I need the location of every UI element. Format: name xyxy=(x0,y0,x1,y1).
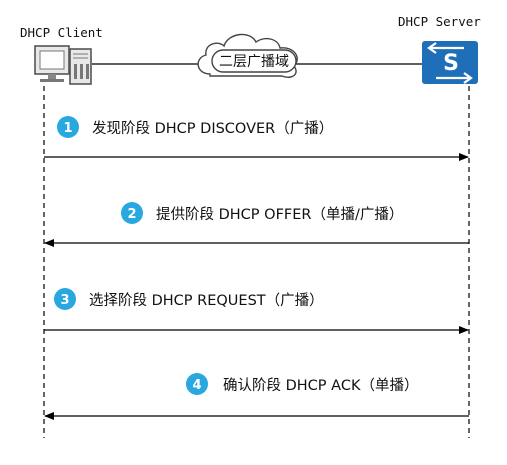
cloud-label: 二层广播域 xyxy=(219,54,289,70)
step-2-number: 2 xyxy=(127,207,136,222)
client-label: DHCP Client xyxy=(20,25,103,40)
step-3-badge xyxy=(54,288,76,310)
step-2-label: 提供阶段 DHCP OFFER（单播/广播） xyxy=(156,206,403,223)
computer-icon xyxy=(34,45,92,85)
step-2-badge xyxy=(121,202,143,224)
step-1-number: 1 xyxy=(63,121,72,136)
cloud-icon xyxy=(197,33,298,78)
server-icon-letter: S xyxy=(443,51,459,76)
step-1-badge xyxy=(57,116,79,138)
server-label: DHCP Server xyxy=(398,14,481,29)
step-3-label: 选择阶段 DHCP REQUEST（广播） xyxy=(89,292,324,309)
step-4-badge xyxy=(186,373,208,395)
server-switch-icon: S xyxy=(422,41,478,84)
step-4-label: 确认阶段 DHCP ACK（单播） xyxy=(223,377,418,394)
step-1-label: 发现阶段 DHCP DISCOVER（广播） xyxy=(92,120,333,137)
step-4-number: 4 xyxy=(192,378,201,393)
step-3-number: 3 xyxy=(60,293,69,308)
